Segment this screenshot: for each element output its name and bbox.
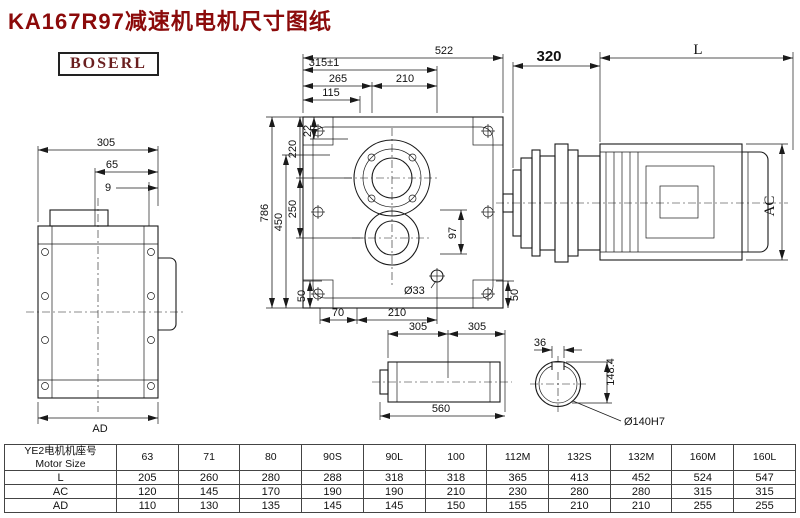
table-cell: 130 bbox=[177, 498, 241, 513]
table-cell: 145 bbox=[177, 484, 241, 499]
table-cell: 205 bbox=[116, 470, 179, 485]
table-cell: 120 bbox=[116, 484, 179, 499]
size-col-header: 132M bbox=[609, 444, 673, 471]
motor-size-table: YE2电机机座号 Motor Size 63 71 80 90S 90L 100… bbox=[4, 444, 796, 513]
table-cell: 190 bbox=[301, 484, 364, 499]
size-col-header: 160M bbox=[671, 444, 735, 471]
dim-front-250: 250 bbox=[287, 200, 299, 218]
table-cell: 190 bbox=[362, 484, 426, 499]
table-cell: 365 bbox=[486, 470, 550, 485]
dim-assembly-L: L bbox=[693, 42, 702, 58]
row-label-AD: AD bbox=[4, 498, 117, 513]
size-col-header: 63 bbox=[116, 444, 179, 471]
size-col-header: 71 bbox=[177, 444, 241, 471]
dim-front-115: 115 bbox=[322, 87, 340, 99]
table-cell: 315 bbox=[733, 484, 796, 499]
dim-front-450: 450 bbox=[273, 213, 285, 231]
table-cell: 413 bbox=[548, 470, 611, 485]
dim-front-d33: Ø33 bbox=[404, 285, 425, 297]
side-view-boss bbox=[158, 257, 177, 331]
page-title: KA167R97减速机电机尺寸图纸 bbox=[8, 9, 332, 34]
shaft-view: 305 305 560 bbox=[372, 321, 512, 420]
table-header-en: Motor Size bbox=[35, 457, 86, 470]
keyway-slot bbox=[551, 361, 565, 370]
table-cell: 315 bbox=[671, 484, 735, 499]
table-row-AD: AD 110 130 135 145 145 150 155 210 210 2… bbox=[4, 498, 796, 513]
table-cell: 230 bbox=[486, 484, 550, 499]
table-cell: 155 bbox=[486, 498, 550, 513]
size-col-header: 90L bbox=[362, 444, 426, 471]
table-cell: 210 bbox=[424, 484, 488, 499]
gearbox-housing-outline bbox=[302, 116, 504, 309]
side-view: 305 65 9 AD bbox=[26, 137, 184, 435]
dim-end-140H7: Ø140H7 bbox=[624, 416, 665, 428]
size-col-header: 160L bbox=[733, 444, 796, 471]
size-col-header: 132S bbox=[548, 444, 611, 471]
dim-shaft-560: 560 bbox=[432, 403, 450, 415]
dim-end-1484: 148.4 bbox=[605, 358, 617, 386]
table-cell: 280 bbox=[239, 470, 303, 485]
front-view: 522 315±1 265 210 115 786 450 220 250 22… bbox=[259, 45, 521, 324]
technical-drawing: 305 65 9 AD bbox=[26, 42, 794, 435]
size-col-header: 112M bbox=[486, 444, 550, 471]
dim-shaft-305b: 305 bbox=[468, 321, 486, 333]
table-cell: 150 bbox=[424, 498, 488, 513]
table-cell: 524 bbox=[671, 470, 735, 485]
dim-end-36: 36 bbox=[534, 337, 546, 349]
dim-shaft-305a: 305 bbox=[409, 321, 427, 333]
dim-front-97: 97 bbox=[447, 227, 459, 239]
table-cell: 210 bbox=[609, 498, 673, 513]
table-cell: 255 bbox=[671, 498, 735, 513]
shaft-end-view: 36 148.4 Ø140H7 bbox=[530, 337, 665, 428]
dim-front-22: 22 bbox=[302, 125, 314, 137]
dim-side-305: 305 bbox=[97, 137, 115, 149]
dim-side-65: 65 bbox=[106, 159, 118, 171]
table-cell: 280 bbox=[548, 484, 611, 499]
table-cell: 110 bbox=[116, 498, 179, 513]
dim-front-70: 70 bbox=[332, 307, 344, 319]
dim-front-50-right: 50 bbox=[509, 289, 521, 301]
row-label-L: L bbox=[4, 470, 117, 485]
dim-front-265: 265 bbox=[329, 73, 347, 85]
dim-side-9: 9 bbox=[105, 182, 111, 194]
row-label-AC: AC bbox=[4, 484, 117, 499]
dim-front-315: 315±1 bbox=[309, 57, 340, 69]
table-cell: 135 bbox=[239, 498, 303, 513]
motor-body bbox=[599, 143, 743, 261]
size-col-header: 100 bbox=[424, 444, 488, 471]
brand-logo: BOSERL bbox=[58, 52, 159, 76]
table-row-L: L 205 260 280 288 318 318 365 413 452 52… bbox=[4, 470, 796, 485]
table-cell: 452 bbox=[609, 470, 673, 485]
table-cell: 210 bbox=[548, 498, 611, 513]
table-header-row: YE2电机机座号 Motor Size 63 71 80 90S 90L 100… bbox=[4, 444, 796, 471]
table-cell: 260 bbox=[177, 470, 241, 485]
dim-side-ad: AD bbox=[92, 423, 107, 435]
dim-front-210: 210 bbox=[396, 73, 414, 85]
output-bore-circle bbox=[364, 210, 420, 266]
size-col-header: 80 bbox=[239, 444, 303, 471]
dim-assembly-320: 320 bbox=[536, 48, 561, 65]
input-bore-circle bbox=[353, 139, 431, 217]
motor-assembly: 320 L AC bbox=[496, 42, 794, 263]
fan-cover bbox=[742, 151, 769, 253]
table-cell: 145 bbox=[362, 498, 426, 513]
table-cell: 145 bbox=[301, 498, 364, 513]
dim-front-50-left: 50 bbox=[296, 290, 308, 302]
table-cell: 288 bbox=[301, 470, 364, 485]
table-cell: 280 bbox=[609, 484, 673, 499]
dim-front-220: 220 bbox=[287, 140, 299, 158]
table-header-cn: YE2电机机座号 bbox=[24, 445, 97, 458]
table-header-label: YE2电机机座号 Motor Size bbox=[4, 444, 117, 471]
dim-front-786: 786 bbox=[259, 204, 271, 222]
table-row-AC: AC 120 145 170 190 190 210 230 280 280 3… bbox=[4, 484, 796, 499]
dim-assembly-AC: AC bbox=[762, 196, 778, 217]
table-cell: 170 bbox=[239, 484, 303, 499]
dim-front-210b: 210 bbox=[388, 307, 406, 319]
table-cell: 318 bbox=[424, 470, 488, 485]
table-cell: 318 bbox=[362, 470, 426, 485]
dim-front-522: 522 bbox=[435, 45, 453, 57]
table-cell: 547 bbox=[733, 470, 796, 485]
size-col-header: 90S bbox=[301, 444, 364, 471]
table-cell: 255 bbox=[733, 498, 796, 513]
